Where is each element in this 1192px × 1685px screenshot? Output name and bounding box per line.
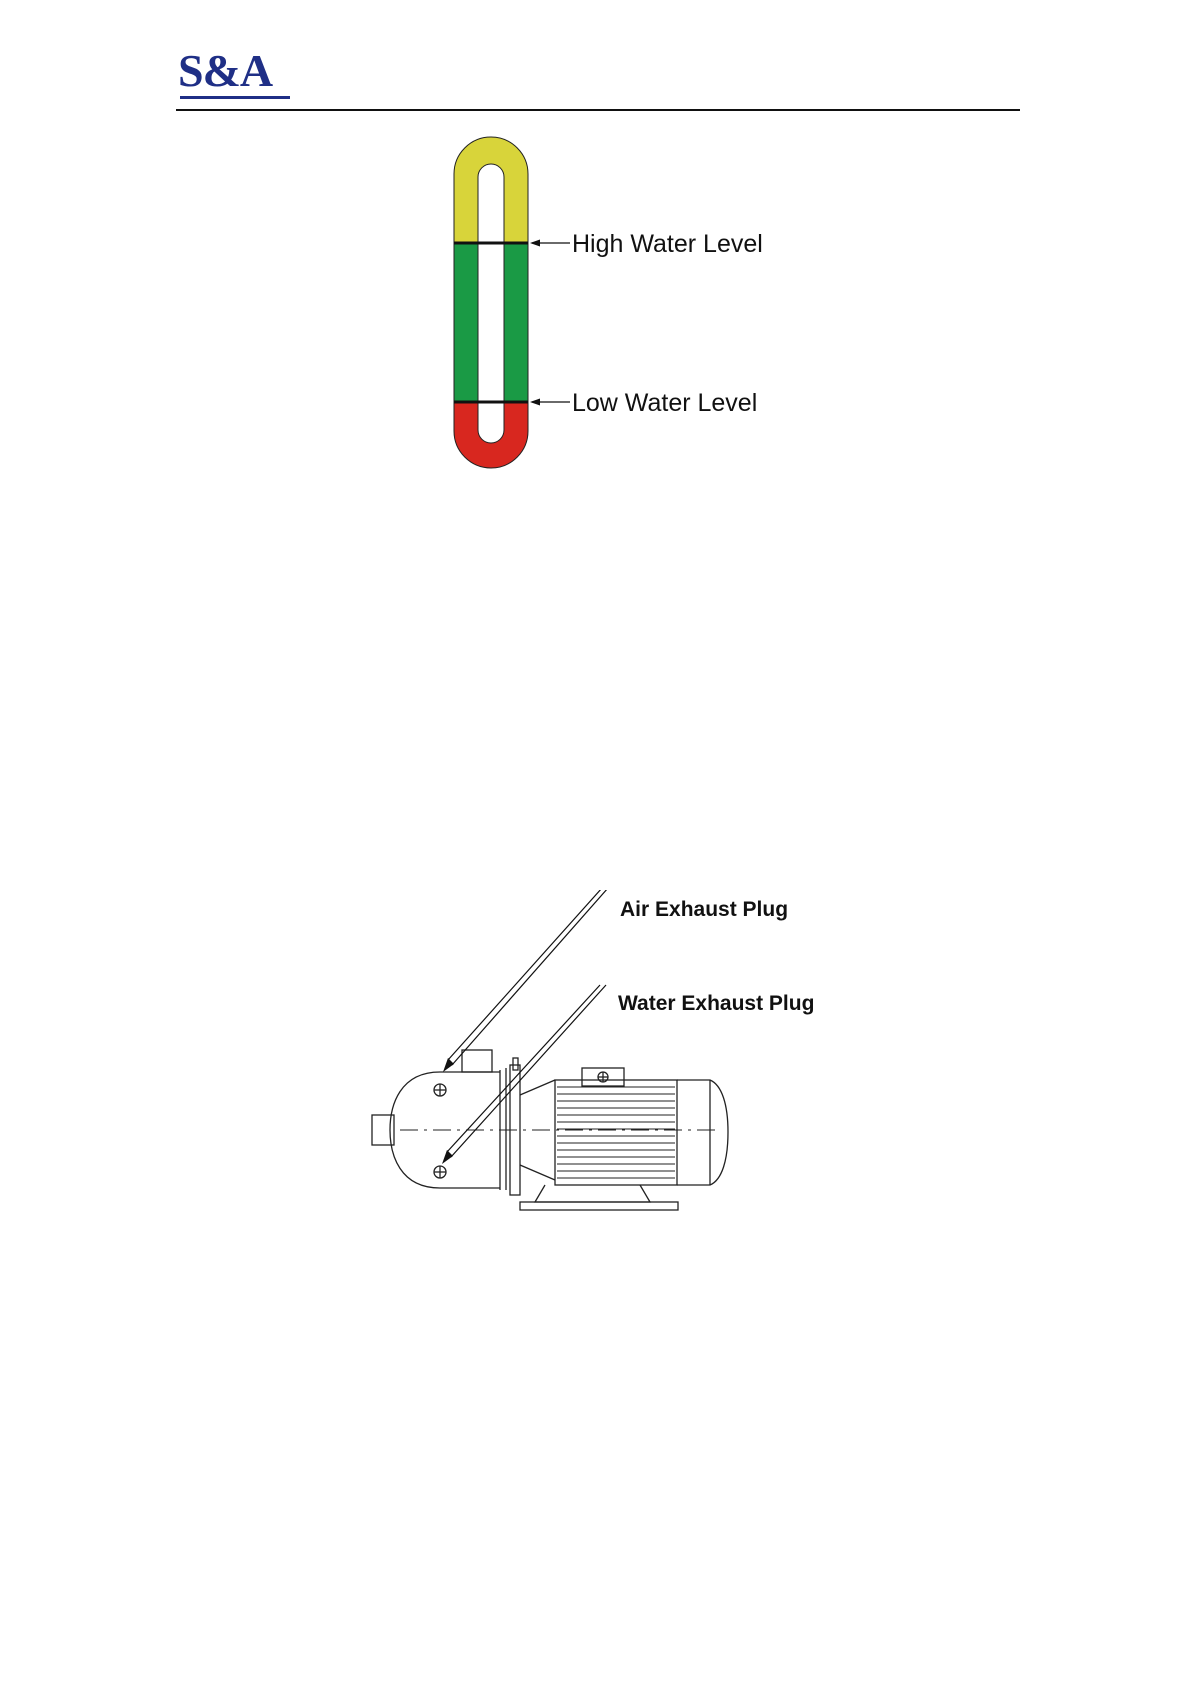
- high-level-arrow: [530, 240, 570, 247]
- water-exhaust-plug: [434, 1166, 446, 1178]
- air-plug-leader: [443, 890, 608, 1072]
- motor-fins: [557, 1087, 675, 1178]
- air-exhaust-plug: [434, 1084, 446, 1096]
- logo: S&A: [178, 52, 293, 104]
- header-divider: [176, 109, 1020, 111]
- high-water-level-label: High Water Level: [572, 230, 763, 258]
- low-water-level-label: Low Water Level: [572, 389, 757, 417]
- pump-diagram-figure: [360, 890, 840, 1230]
- page-header: S&A: [176, 52, 1020, 112]
- pump-base: [535, 1185, 650, 1202]
- logo-underline: [180, 96, 290, 99]
- motor-body: [555, 1080, 677, 1185]
- pump-outlet-block: [462, 1050, 492, 1072]
- air-exhaust-plug-label: Air Exhaust Plug: [620, 898, 788, 922]
- logo-text: S&A: [178, 48, 272, 94]
- low-level-arrow: [530, 399, 570, 406]
- water-exhaust-plug-label: Water Exhaust Plug: [618, 992, 814, 1016]
- water-level-gauge-figure: High Water Level Low Water Level: [440, 135, 820, 475]
- motor-end-cap: [677, 1080, 728, 1185]
